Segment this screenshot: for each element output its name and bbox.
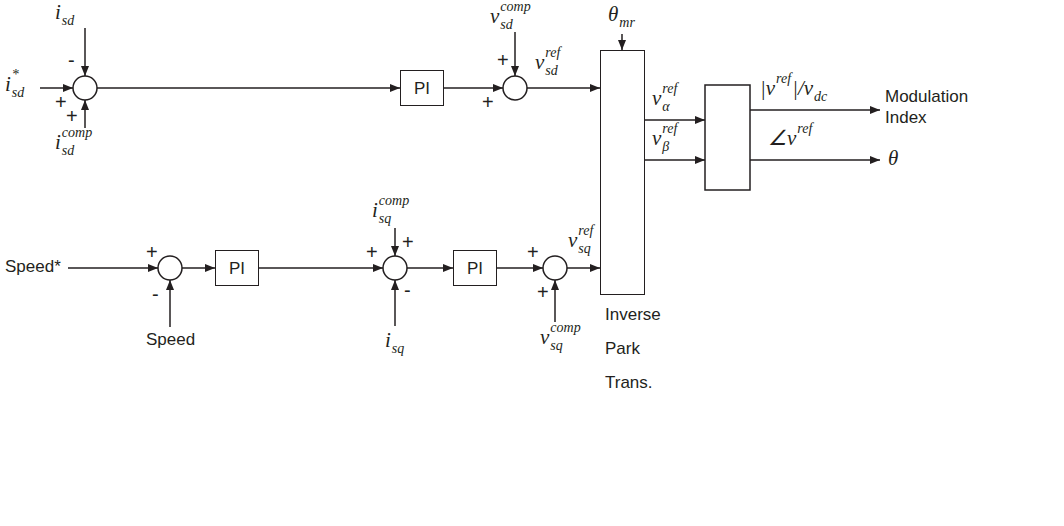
signal-name: θ: [888, 148, 898, 169]
summing-junction: [383, 256, 407, 280]
arrowhead: [493, 84, 503, 92]
block-label: PI: [229, 260, 245, 277]
sign-symbol: +: [537, 282, 549, 302]
arrowhead: [373, 264, 383, 272]
sign-symbol: +: [146, 242, 158, 262]
superscript: ref: [776, 72, 791, 86]
signal-name: v: [652, 128, 661, 149]
signal-name: Speed: [146, 331, 195, 348]
signal-wire: [394, 228, 396, 256]
superscript: ref: [797, 122, 812, 136]
signal-wire: [169, 280, 171, 327]
signal-wire: [514, 32, 516, 76]
pi-controller: PI: [215, 250, 259, 286]
subscript: sd: [12, 86, 24, 100]
superscript: ref: [662, 82, 677, 96]
subscript: mr: [619, 16, 635, 30]
signal-name: i: [55, 2, 61, 23]
signal-wire: [40, 87, 73, 89]
subscript: α: [662, 100, 669, 114]
superscript: ref: [662, 122, 677, 136]
superscript: comp: [550, 321, 580, 335]
superscript: comp: [62, 126, 92, 140]
signal-wire: [68, 267, 158, 269]
summing-junction: [503, 76, 527, 100]
signal-wire: [621, 34, 623, 50]
signal-wire: [750, 109, 880, 111]
signal-wire: [84, 28, 86, 76]
signal-name: v: [568, 230, 577, 251]
superscript: comp: [500, 0, 530, 14]
signal-name: v: [535, 52, 544, 73]
summing-junction: [158, 256, 182, 280]
sign-symbol: +: [482, 92, 494, 112]
superscript: *: [12, 68, 19, 82]
block-label: PI: [467, 260, 483, 277]
signal-name: v: [540, 327, 549, 348]
superscript: comp: [379, 194, 409, 208]
sign-symbol: +: [55, 92, 67, 112]
block-caption: Inverse Park Trans.: [605, 298, 677, 400]
subscript: β: [662, 140, 669, 154]
subscript: sd: [62, 144, 74, 158]
subscript: sq: [379, 212, 391, 226]
sign-symbol: +: [402, 232, 414, 252]
sign-symbol: +: [527, 242, 539, 262]
subscript: sq: [578, 242, 590, 256]
subscript: sd: [545, 64, 557, 78]
signal-name: v: [490, 6, 499, 27]
summing-junction: [73, 76, 97, 100]
signal-wire: [554, 280, 556, 322]
sign-symbol: +: [497, 50, 509, 70]
sign-symbol: +: [366, 242, 378, 262]
polar-conversion-block: [705, 85, 750, 190]
signal-wire: [182, 267, 215, 269]
sign-symbol: -: [152, 284, 159, 304]
signal-wire: [645, 119, 705, 121]
sign-symbol: -: [404, 280, 411, 300]
signal-name: |v: [760, 78, 775, 99]
arrowhead: [533, 264, 543, 272]
signal-connector: [259, 267, 453, 269]
subscript: sd: [500, 18, 512, 32]
signal-name: i: [5, 74, 11, 95]
output-name: Modulation Index: [885, 86, 981, 129]
signal-name: ∠v: [768, 128, 796, 149]
signal-name: |/v: [792, 78, 813, 99]
signal-name: i: [385, 330, 391, 351]
sign-symbol: +: [66, 106, 78, 126]
inverse-park-block: Inverse Park Trans.: [600, 50, 645, 295]
signal-name: θ: [608, 4, 618, 25]
signal-wire: [750, 159, 880, 161]
pi-controller: PI: [400, 70, 444, 106]
subscript: sq: [392, 342, 404, 356]
signal-name: i: [372, 200, 378, 221]
signal-name: v: [652, 88, 661, 109]
signal-wire: [394, 280, 396, 326]
summing-junction: [543, 256, 567, 280]
signal-wire: [84, 100, 86, 128]
pi-controller: PI: [453, 250, 497, 286]
signal-wire: [645, 159, 705, 161]
subscript: sd: [62, 14, 74, 28]
subscript: dc: [814, 90, 827, 104]
block-label: PI: [414, 80, 430, 97]
sign-symbol: -: [68, 50, 75, 70]
superscript: ref: [578, 224, 593, 238]
superscript: ref: [545, 46, 560, 60]
input-name: Speed*: [5, 258, 61, 275]
signal-name: i: [55, 132, 61, 153]
signal-wire: [97, 87, 400, 89]
subscript: sq: [550, 339, 562, 353]
